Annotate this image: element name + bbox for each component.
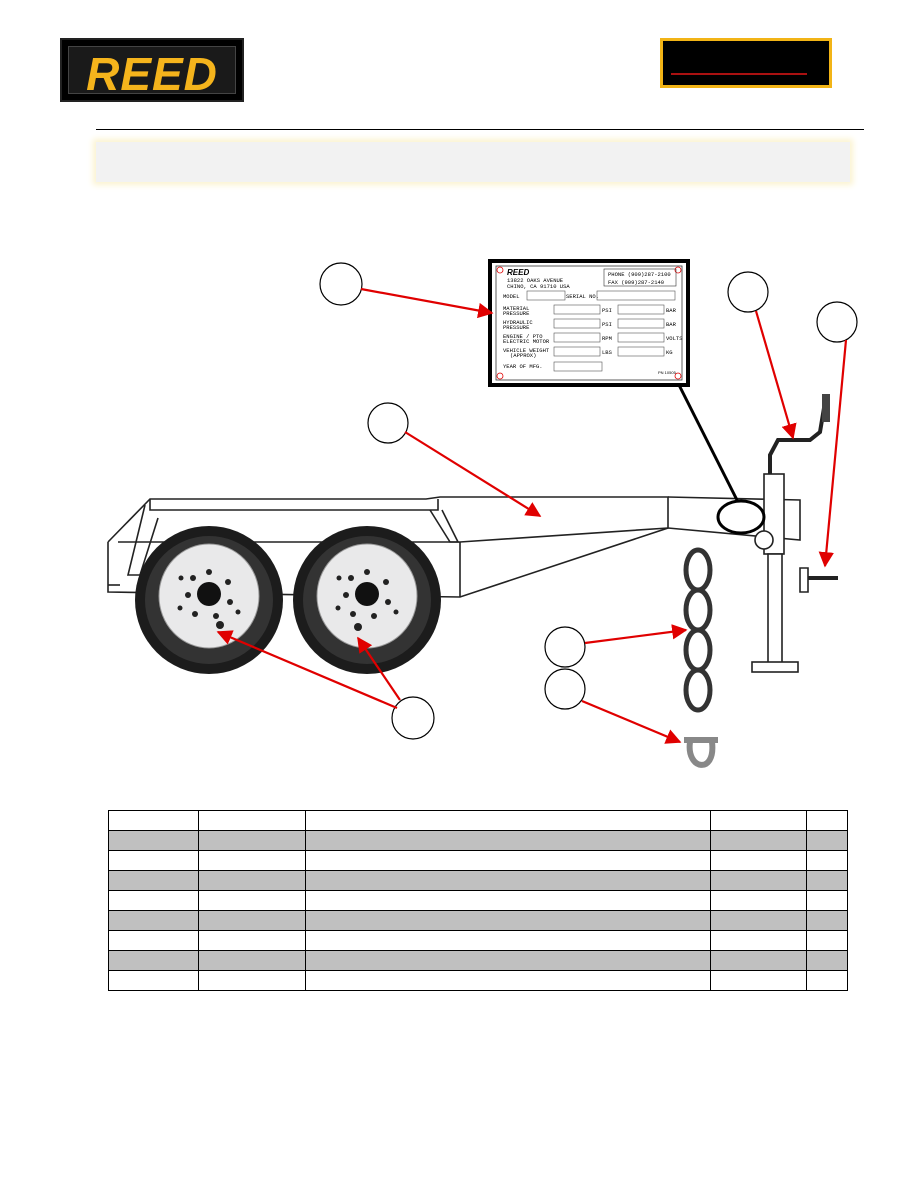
tongue-jack [751, 394, 838, 673]
plate-row1-label1: MATERIAL [503, 305, 529, 312]
trailer-frame [107, 496, 801, 598]
section-title-banner [96, 142, 850, 182]
plate-row4-unit1: LBS [602, 349, 613, 356]
safety-chain [683, 547, 713, 713]
plate-row2-unit2: BAR [666, 321, 677, 328]
plate-row1-unit2: BAR [666, 307, 677, 314]
reed-logo: REED [60, 38, 244, 102]
plate-location-marker [716, 499, 766, 535]
plate-row3-label1: ENGINE / PTO [503, 333, 543, 340]
callout-wheels [391, 696, 435, 740]
table-row [108, 890, 848, 911]
plate-row3-unit2: VOLTS [666, 335, 683, 342]
callout-leaders [216, 287, 848, 744]
plate-row1-unit1: PSI [602, 307, 612, 314]
plate-part-number: PN 10505 [658, 370, 677, 375]
callout-bubbles [319, 262, 858, 740]
plate-address-1: 13822 OAKS AVENUE [507, 277, 564, 284]
plate-year-label: YEAR OF MFG. [503, 363, 543, 370]
plate-row3-label2: ELECTRIC MOTOR [503, 338, 550, 345]
front-wheel [293, 526, 441, 674]
table-row [108, 950, 848, 971]
parts-table [108, 810, 848, 991]
nav-underline [671, 73, 807, 75]
plate-brand: REED [507, 268, 529, 277]
table-row [108, 850, 848, 871]
logo-text: REED [86, 48, 218, 100]
table-row [108, 910, 848, 931]
table-row [108, 970, 848, 991]
table-row [108, 830, 848, 851]
plate-row4-label1: VEHICLE WEIGHT [503, 347, 550, 354]
plate-leader-line [676, 382, 740, 503]
plate-row2-unit1: PSI [602, 321, 612, 328]
logo-panel: REED [68, 46, 236, 99]
plate-row2-label2: PRESSURE [503, 324, 530, 331]
serial-plate: REED 13822 OAKS AVENUE CHINO, CA 91710 U… [488, 259, 690, 387]
plate-row4-unit2: KG [666, 349, 673, 356]
shackle [684, 737, 718, 768]
callout-jack-handle [727, 271, 769, 313]
plate-model-label: MODEL [503, 293, 520, 300]
plate-phone: PHONE (909)287-2100 [608, 271, 671, 278]
callout-nameplate [319, 262, 363, 306]
table-row [108, 930, 848, 951]
callout-chain [544, 626, 586, 668]
plate-serial-label: SERIAL NO. [566, 293, 599, 300]
plate-row1-label2: PRESSURE [503, 310, 530, 317]
table-row [108, 870, 848, 891]
plate-row3-unit1: RPM [602, 335, 612, 342]
callout-shackle [544, 668, 586, 710]
callout-jack-crank [816, 301, 858, 343]
plate-fax: FAX (909)287-2140 [608, 279, 664, 286]
header-rule [96, 129, 864, 130]
table-header-row [108, 810, 848, 831]
rear-wheel [135, 526, 283, 674]
callout-frame [367, 402, 409, 444]
return-to-contents-button[interactable] [660, 38, 832, 88]
plate-row2-label1: HYDRAULIC [503, 319, 533, 326]
plate-address-2: CHINO, CA 91710 USA [507, 283, 570, 290]
plate-row4-label2: (APPROX) [510, 352, 536, 359]
